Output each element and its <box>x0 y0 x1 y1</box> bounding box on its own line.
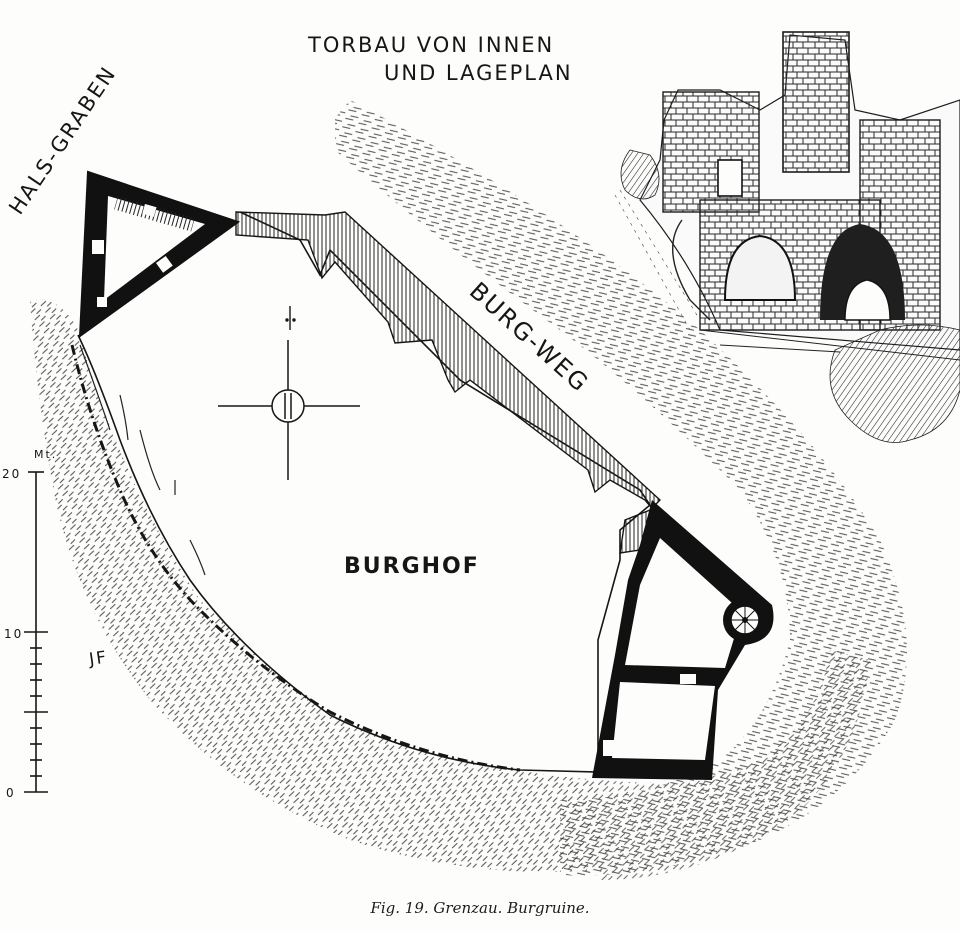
slope-lower-hachure <box>600 650 870 880</box>
title-line-2: UND LAGEPLAN <box>384 61 573 85</box>
slope-east-hachure <box>335 100 907 876</box>
scale-tick-label-20: 20 <box>2 467 21 481</box>
scale-tick-label-0: 0 <box>6 786 16 800</box>
artist-monogram: JF <box>87 648 109 671</box>
scale-tick-label-10: 10 <box>4 627 23 641</box>
scale-bar <box>24 471 48 793</box>
gate-interior-sketch <box>614 31 960 443</box>
well-cross-symbol <box>218 340 360 480</box>
rock-face <box>79 344 206 576</box>
burghof-label: BURGHOF <box>344 554 480 579</box>
escarpment-edge <box>70 344 521 772</box>
slope-west-hachure <box>30 299 600 872</box>
north-marker <box>285 306 296 330</box>
gate-tower-room-upper <box>625 538 742 668</box>
figure-caption: Fig. 19. Grenzau. Burgruine. <box>370 899 590 917</box>
scale-unit-label: Mt. <box>34 448 57 461</box>
title-line-1: TORBAU VON INNEN <box>307 33 554 57</box>
gate-tower-room-lower <box>612 682 715 760</box>
